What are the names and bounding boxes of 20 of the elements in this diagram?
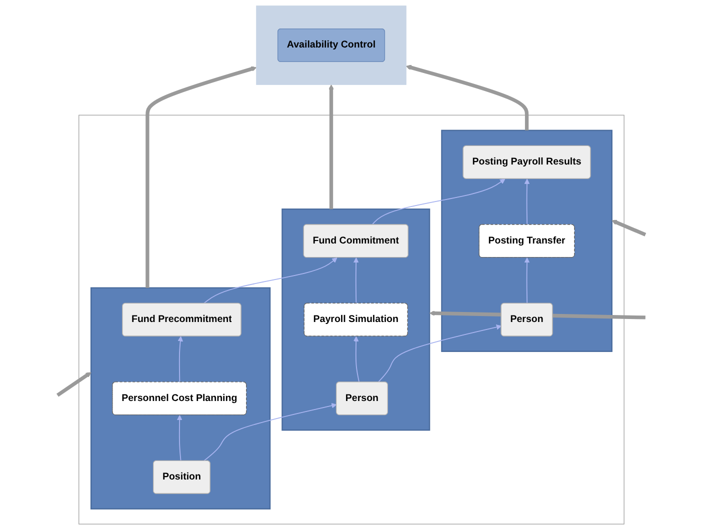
cluster [440,130,612,352]
arrow [371,178,505,226]
cluster [256,6,406,85]
cluster [281,208,430,431]
cluster [78,114,624,524]
arrow [405,64,528,130]
arrow [145,66,256,288]
arrow [202,257,337,304]
arrow [177,336,183,383]
arrow [176,414,182,462]
arrow [56,372,91,397]
arrow [524,257,530,304]
arrow [202,403,336,462]
arrow [611,220,646,236]
arrow [328,84,334,210]
arrow [352,336,360,383]
arrow [524,178,530,226]
arrow [352,257,358,304]
cluster [90,287,270,510]
arrow [377,324,502,383]
